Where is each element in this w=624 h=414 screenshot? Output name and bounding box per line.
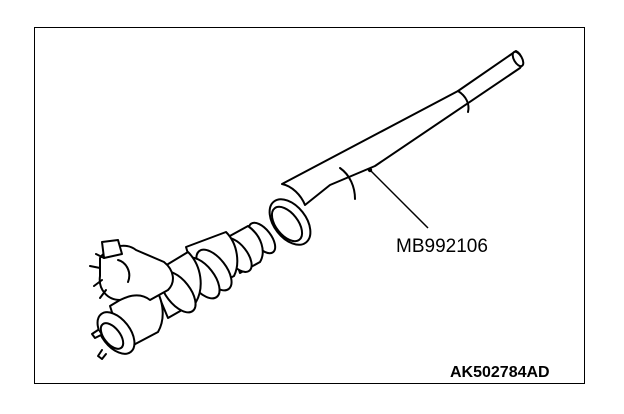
- callout-label: MB992106: [396, 236, 488, 257]
- tool-tube: [281, 50, 524, 206]
- tool-tube-end-seam: [457, 90, 470, 113]
- nozzle-tab-2: [97, 349, 107, 360]
- callout-leader-line: [369, 169, 429, 229]
- nozzle-end-inner: [99, 322, 125, 350]
- connector-elbow-detail: [117, 259, 131, 283]
- tube-flange-inner: [270, 205, 304, 243]
- tool-tube-seam: [339, 167, 356, 200]
- connector-block: [101, 239, 123, 259]
- tool-tube-tip: [511, 50, 525, 68]
- document-id: AK502784AD: [450, 364, 550, 381]
- callout-leader-dot: [367, 167, 373, 173]
- nozzle-tab-1: [91, 329, 102, 339]
- connector-pins: [89, 253, 107, 299]
